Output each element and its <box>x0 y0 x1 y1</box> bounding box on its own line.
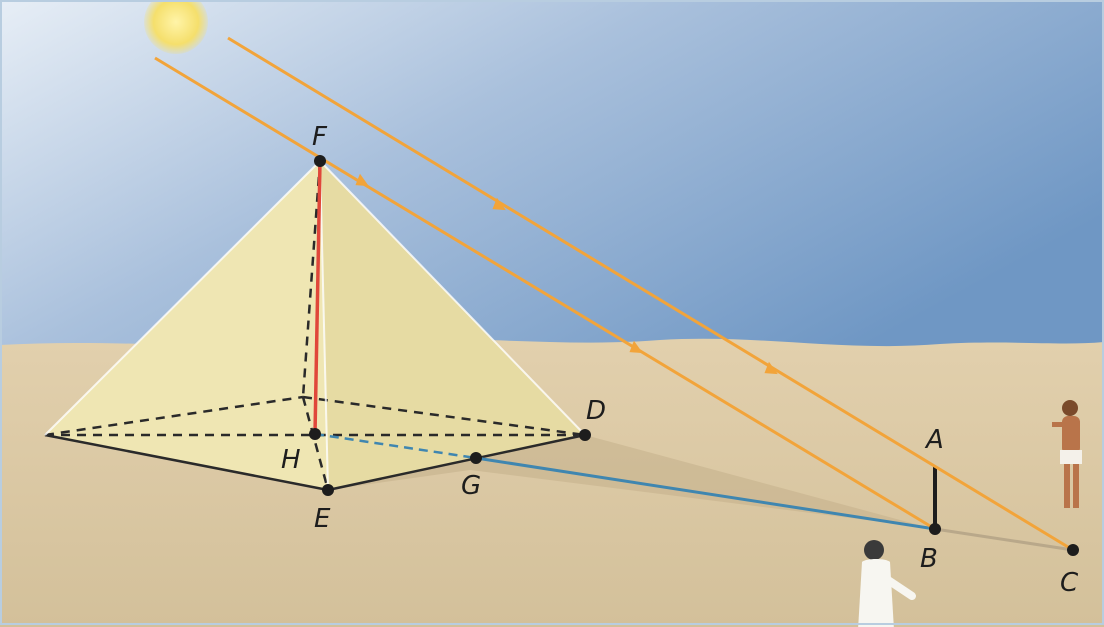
edge-FleftBase <box>44 160 321 436</box>
label-C: C <box>1060 568 1079 598</box>
edge-FE <box>319 160 329 491</box>
point-H <box>309 428 321 440</box>
visible-edges <box>44 433 586 492</box>
person-icon <box>858 540 916 627</box>
pyramid-left-face <box>45 161 328 490</box>
point-E <box>322 484 334 496</box>
point-F <box>314 155 326 167</box>
edge-FD <box>319 160 586 436</box>
label-E: E <box>314 504 331 534</box>
hidden-edges <box>44 160 586 491</box>
label-A: A <box>924 425 944 455</box>
label-B: B <box>920 544 938 574</box>
shadow-GB <box>475 456 936 531</box>
person-icon <box>1052 400 1082 508</box>
points <box>309 155 1079 556</box>
point-G <box>470 452 482 464</box>
label-G: G <box>461 471 481 501</box>
shadow-HG <box>314 432 477 460</box>
point-B <box>929 523 941 535</box>
point-D <box>579 429 591 441</box>
sun-icon <box>144 0 208 54</box>
label-F: F <box>312 122 328 152</box>
point-C <box>1067 544 1079 556</box>
label-D: D <box>586 396 606 426</box>
label-H: H <box>281 445 301 475</box>
shadow-BC <box>934 527 1074 552</box>
sky <box>0 0 1104 360</box>
ray-arrow-icon <box>355 173 778 375</box>
sun-rays <box>154 36 1074 552</box>
height-FH <box>313 160 322 435</box>
